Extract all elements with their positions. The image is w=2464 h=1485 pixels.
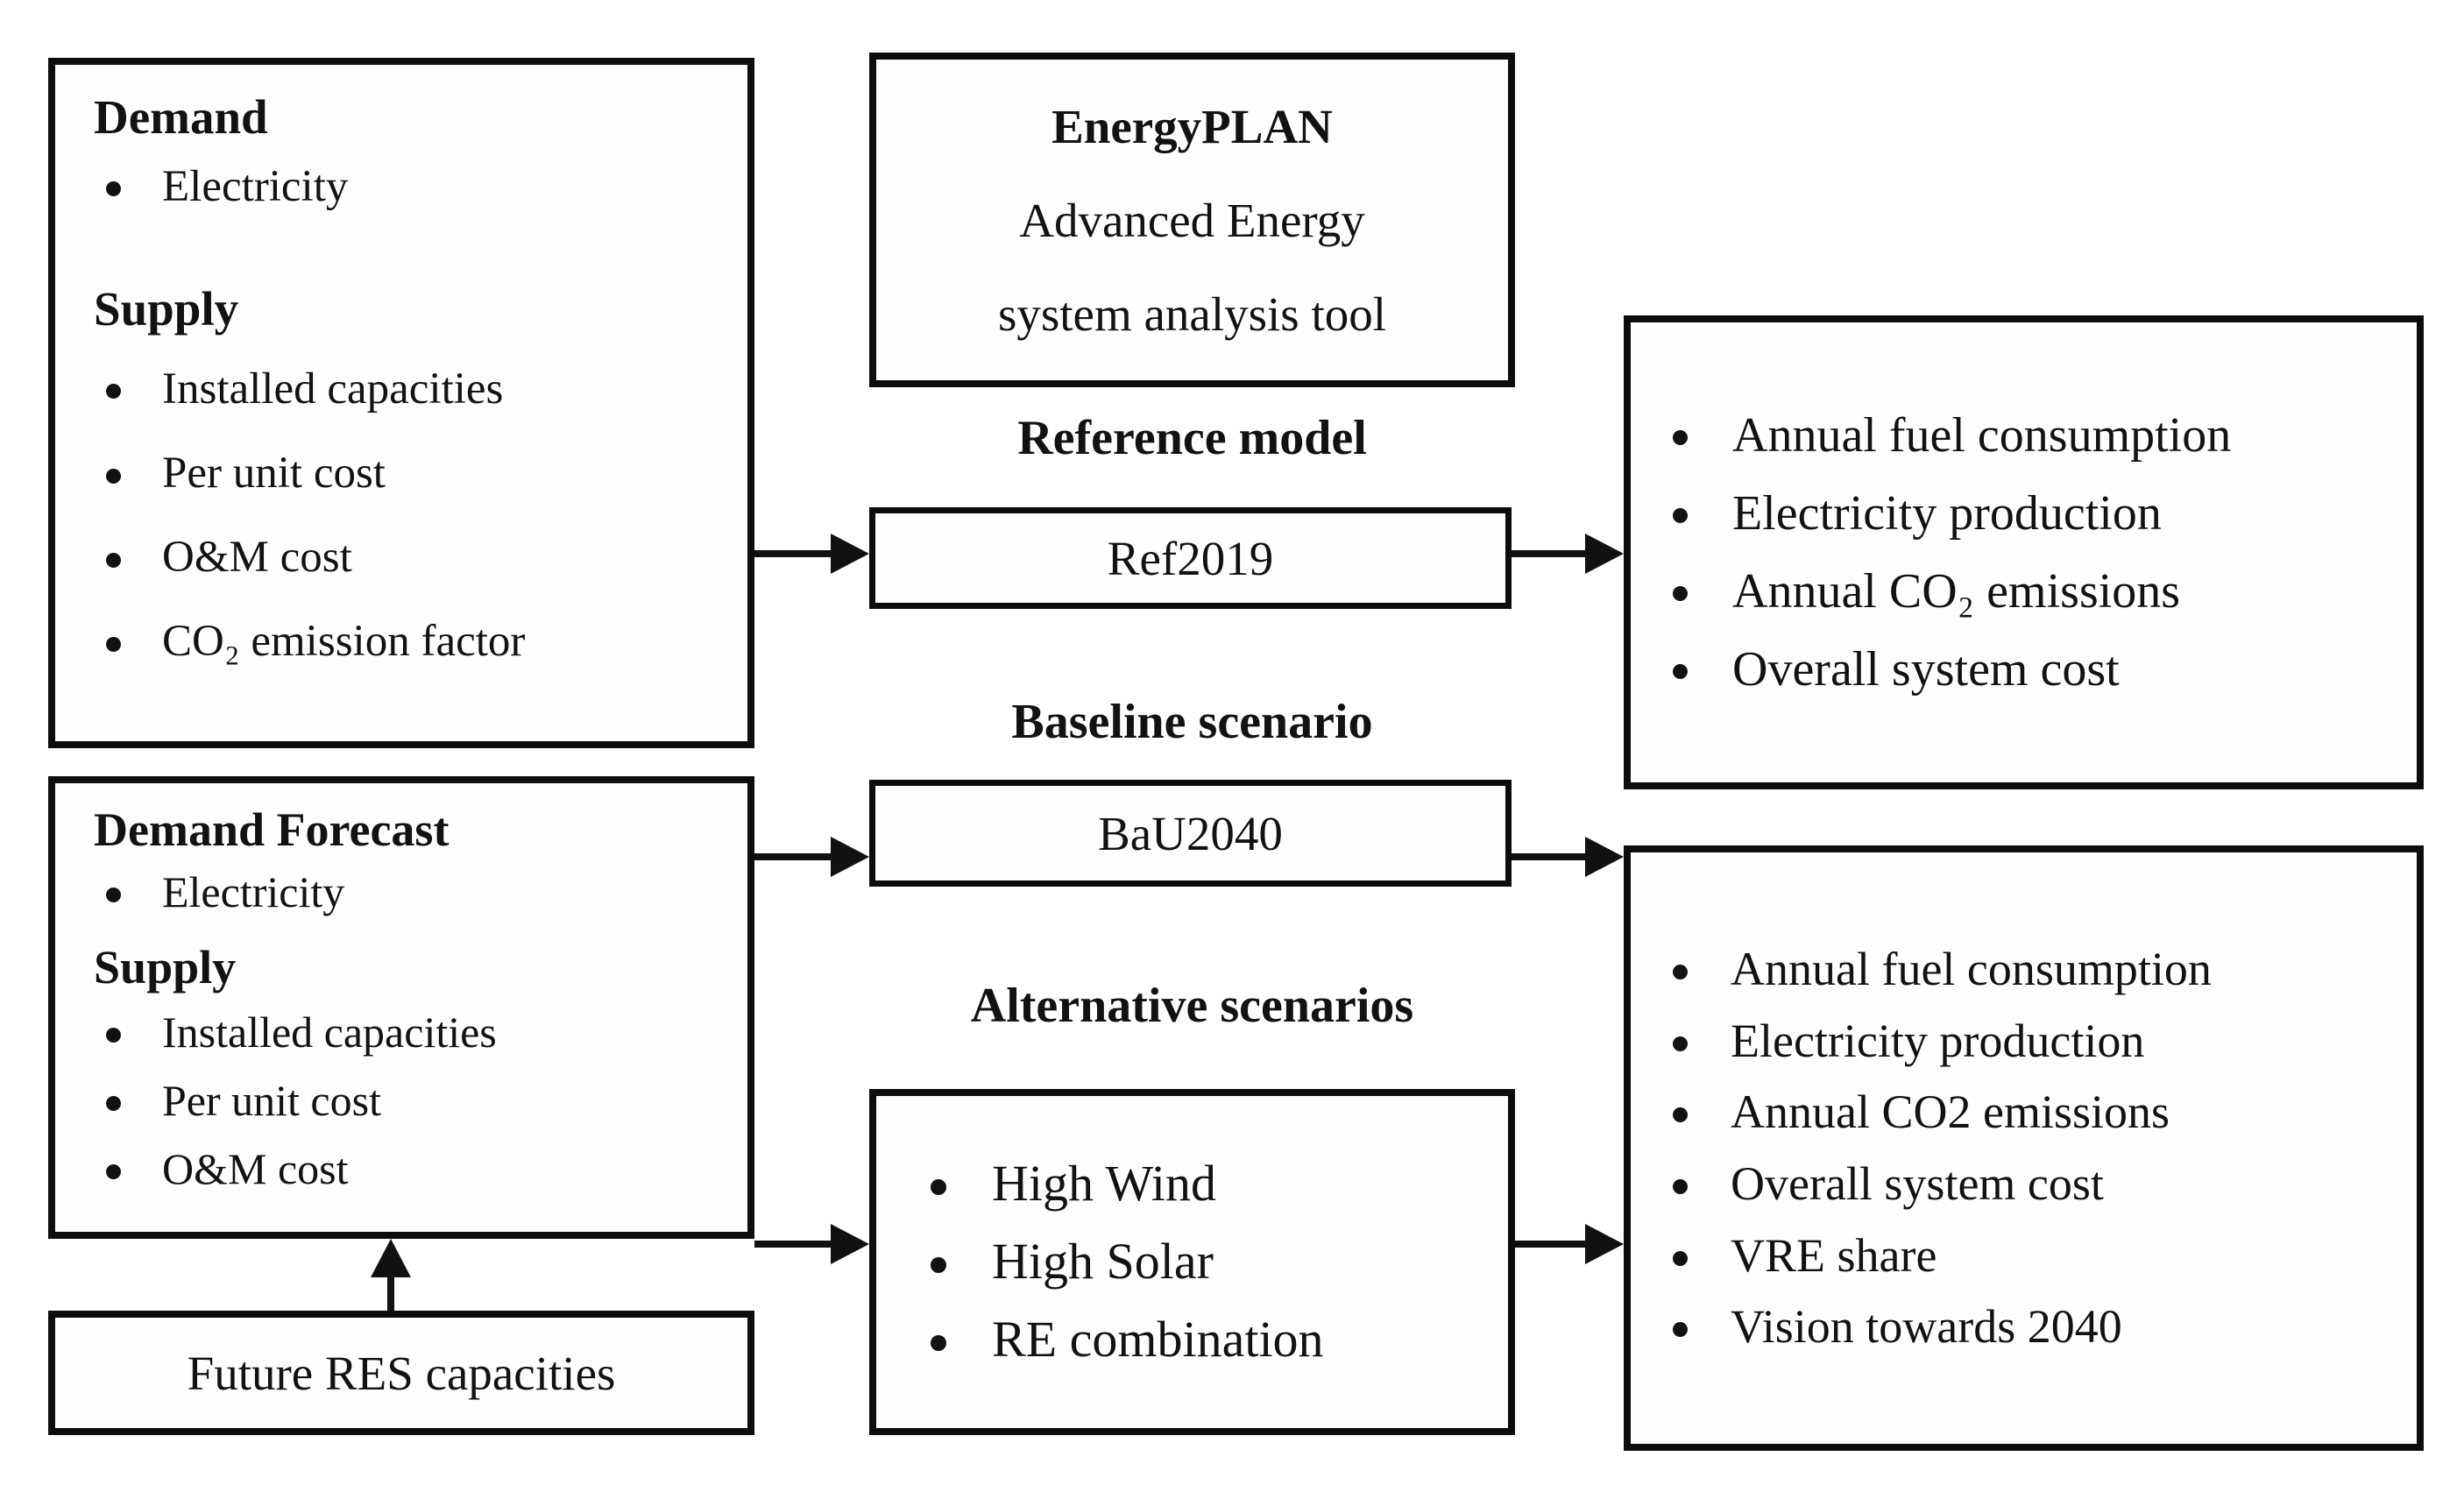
list-item: Electricity production bbox=[1660, 1014, 2417, 1069]
demand-heading: Demand bbox=[94, 90, 268, 144]
arrow-reference-model-to-outputs bbox=[1512, 550, 1585, 557]
list-item: O&M cost bbox=[94, 1143, 721, 1194]
list-item: RE combination bbox=[918, 1311, 1508, 1369]
future-res-capacities-box: Future RES capacities bbox=[48, 1311, 754, 1435]
arrow-baseline-scenario-to-outputs bbox=[1512, 853, 1585, 860]
tool-description-line: Advanced Energy bbox=[1019, 193, 1365, 247]
list-item: Electricity bbox=[94, 160, 721, 213]
list-item: Per unit cost bbox=[94, 1075, 721, 1126]
list-item: Installed capacities bbox=[94, 363, 721, 415]
list-item: Electricity production bbox=[1660, 484, 2417, 542]
list-item: Installed capacities bbox=[94, 1007, 721, 1057]
list-item: High Solar bbox=[918, 1233, 1508, 1291]
list-item: Per unit cost bbox=[94, 447, 721, 499]
list-item: CO₂ emission factor bbox=[94, 615, 721, 668]
list-item: Overall system cost bbox=[1660, 640, 2417, 698]
list-item: Overall system cost bbox=[1660, 1156, 2417, 1212]
arrow-current-inputs-to-reference-model bbox=[754, 550, 831, 557]
demand-forecast-items-list: Electricity bbox=[94, 866, 721, 917]
list-item: Annual CO2 emissions bbox=[1660, 1085, 2417, 1140]
list-item: Annual fuel consumption bbox=[1660, 942, 2417, 997]
current-inputs-box: Demand Electricity Supply Installed capa… bbox=[48, 58, 754, 748]
list-item: Annual CO₂ emissions bbox=[1660, 562, 2417, 620]
arrow-alternative-scenarios-to-outputs bbox=[1515, 1241, 1585, 1248]
demand-items-list: Electricity bbox=[94, 160, 721, 213]
baseline-scenario-name: BaU2040 bbox=[1098, 806, 1283, 860]
arrow-future-res-to-forecast-inputs bbox=[387, 1277, 394, 1311]
forecast-inputs-box: Demand Forecast Electricity Supply Insta… bbox=[48, 776, 754, 1239]
arrow-forecast-inputs-to-baseline-scenario bbox=[754, 853, 831, 860]
energyplan-tool-box: EnergyPLAN Advanced Energy system analys… bbox=[869, 53, 1515, 387]
list-item: High Wind bbox=[918, 1155, 1508, 1213]
list-item: Vision towards 2040 bbox=[1660, 1299, 2417, 1354]
baseline-scenario-label: Baseline scenario bbox=[1011, 695, 1373, 749]
supply-heading: Supply bbox=[94, 940, 237, 994]
arrow-forecast-inputs-to-alternative-scenarios bbox=[754, 1241, 831, 1248]
demand-forecast-heading: Demand Forecast bbox=[94, 803, 450, 856]
reference-model-box: Ref2019 bbox=[869, 507, 1512, 609]
supply-heading: Supply bbox=[94, 282, 239, 336]
baseline-scenario-box: BaU2040 bbox=[869, 780, 1512, 887]
future-res-label: Future RES capacities bbox=[187, 1346, 616, 1400]
tool-name: EnergyPLAN bbox=[1051, 99, 1333, 153]
list-item: Electricity bbox=[94, 866, 721, 917]
list-item: O&M cost bbox=[94, 531, 721, 583]
alternative-scenarios-label: Alternative scenarios bbox=[970, 979, 1414, 1033]
tool-description-line: system analysis tool bbox=[997, 286, 1387, 341]
reference-model-name: Ref2019 bbox=[1107, 531, 1274, 585]
list-item: VRE share bbox=[1660, 1228, 2417, 1283]
list-item: Annual fuel consumption bbox=[1660, 407, 2417, 464]
reference-model-label: Reference model bbox=[1017, 411, 1367, 465]
